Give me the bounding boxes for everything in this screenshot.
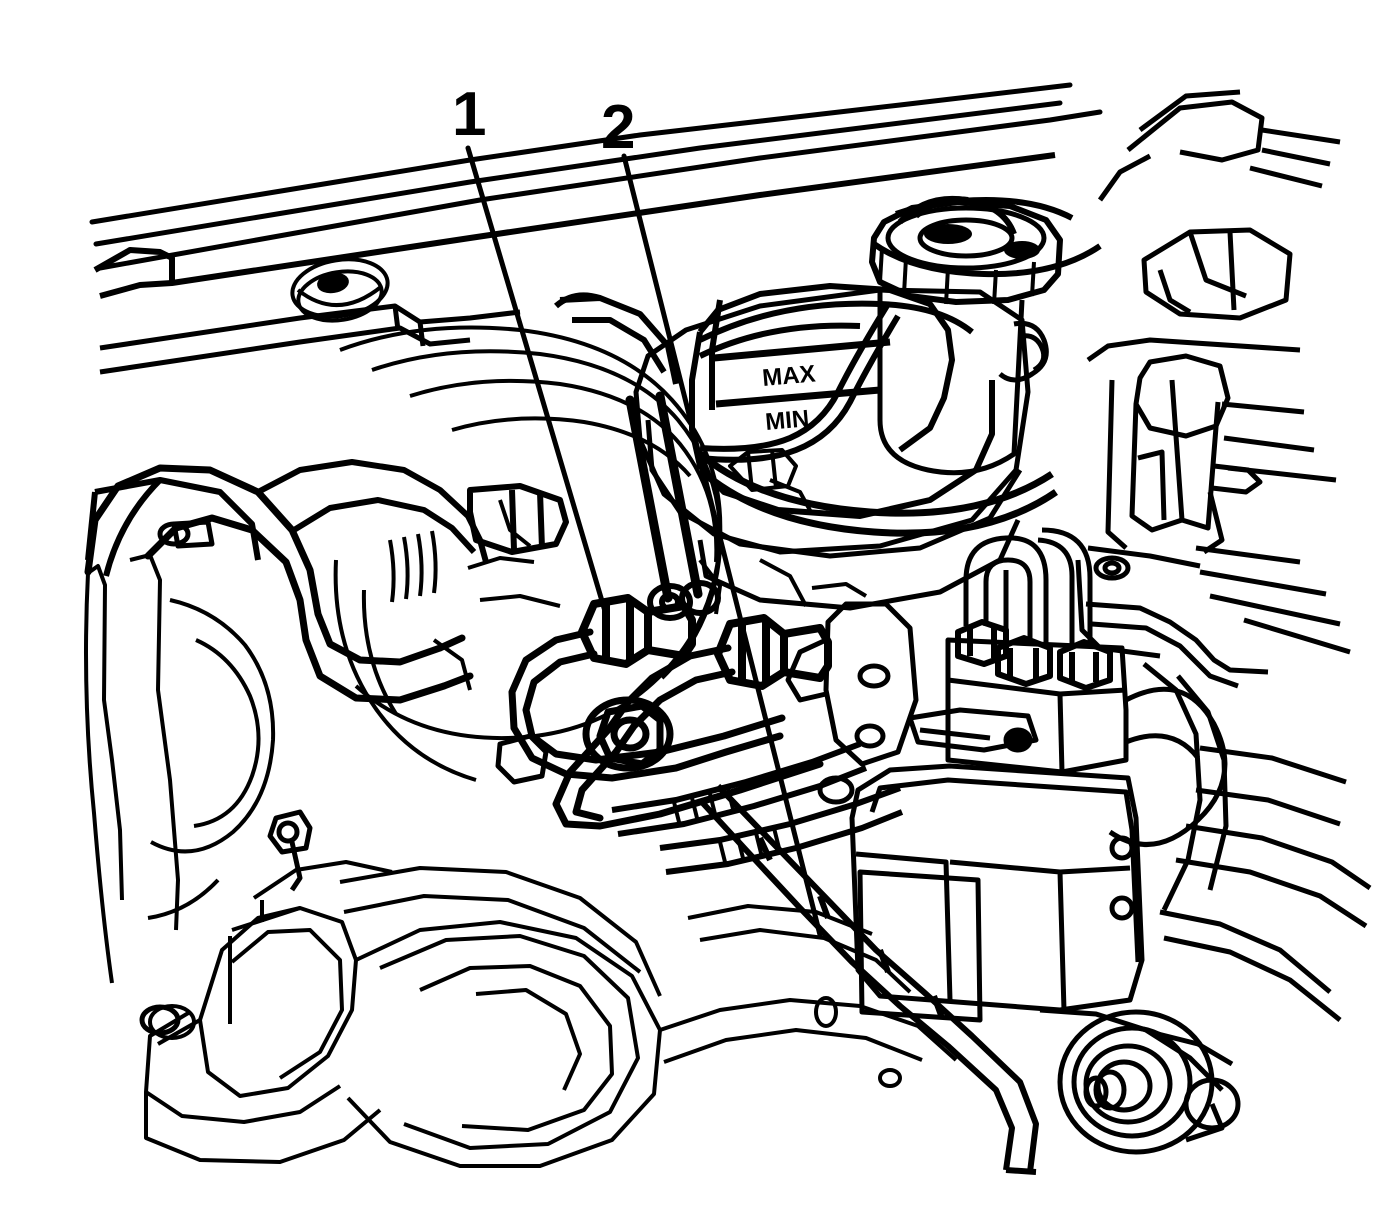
abs-port-fittings: [955, 619, 1113, 691]
callout-label-1: 1: [452, 80, 486, 149]
hose-neck-fitting: [467, 483, 569, 555]
cowl-panel: [89, 82, 1103, 271]
cap-top-detail: [885, 205, 1047, 271]
transmission-bell: [346, 920, 662, 1168]
master-cylinder-studs: [625, 391, 703, 603]
engine-lower-ribs: [228, 860, 662, 1024]
leader-line-1: [465, 145, 610, 621]
reservoir-neck: [877, 290, 1049, 476]
cap-vent: [924, 224, 1040, 259]
cap-strap: [897, 196, 1017, 236]
left-inner-fender: [84, 553, 276, 984]
bushing-support: [1039, 1007, 1234, 1143]
reservoir-max-label: MAX: [761, 360, 816, 392]
module-bracket-plate: [907, 707, 1039, 753]
mounting-bracket: [785, 601, 919, 767]
abs-hydraulic-modulator: [817, 637, 1228, 1023]
cowl-panel-lower: [93, 152, 1056, 299]
right-fender-rail: [1097, 89, 1341, 202]
abs-brake-pipes: [963, 527, 1093, 646]
callout-leader-lines: [465, 145, 823, 938]
grommet: [290, 257, 390, 323]
hose-clamp: [388, 530, 438, 603]
hardware-details: [139, 519, 549, 1036]
right-fender-bracket: [1141, 227, 1293, 321]
brake-pipe-front: [508, 628, 786, 782]
reservoir-level-marks: [713, 338, 891, 408]
right-fender-lower: [1142, 662, 1372, 1022]
engine-cover-seam: [554, 292, 679, 385]
reservoir-min-label: MIN: [764, 405, 810, 436]
callout-label-2: 2: [601, 93, 635, 162]
cap-flutes: [878, 247, 1036, 305]
support-bracket: [697, 783, 1039, 1175]
brake-pipe-nut: [582, 696, 674, 772]
strut-tower-cap: [1105, 353, 1263, 555]
misc-detail-lines: [432, 448, 868, 691]
right-fender-lines: [1075, 337, 1351, 689]
leader-line-2: [621, 153, 823, 938]
cowl-shelf: [99, 303, 521, 375]
